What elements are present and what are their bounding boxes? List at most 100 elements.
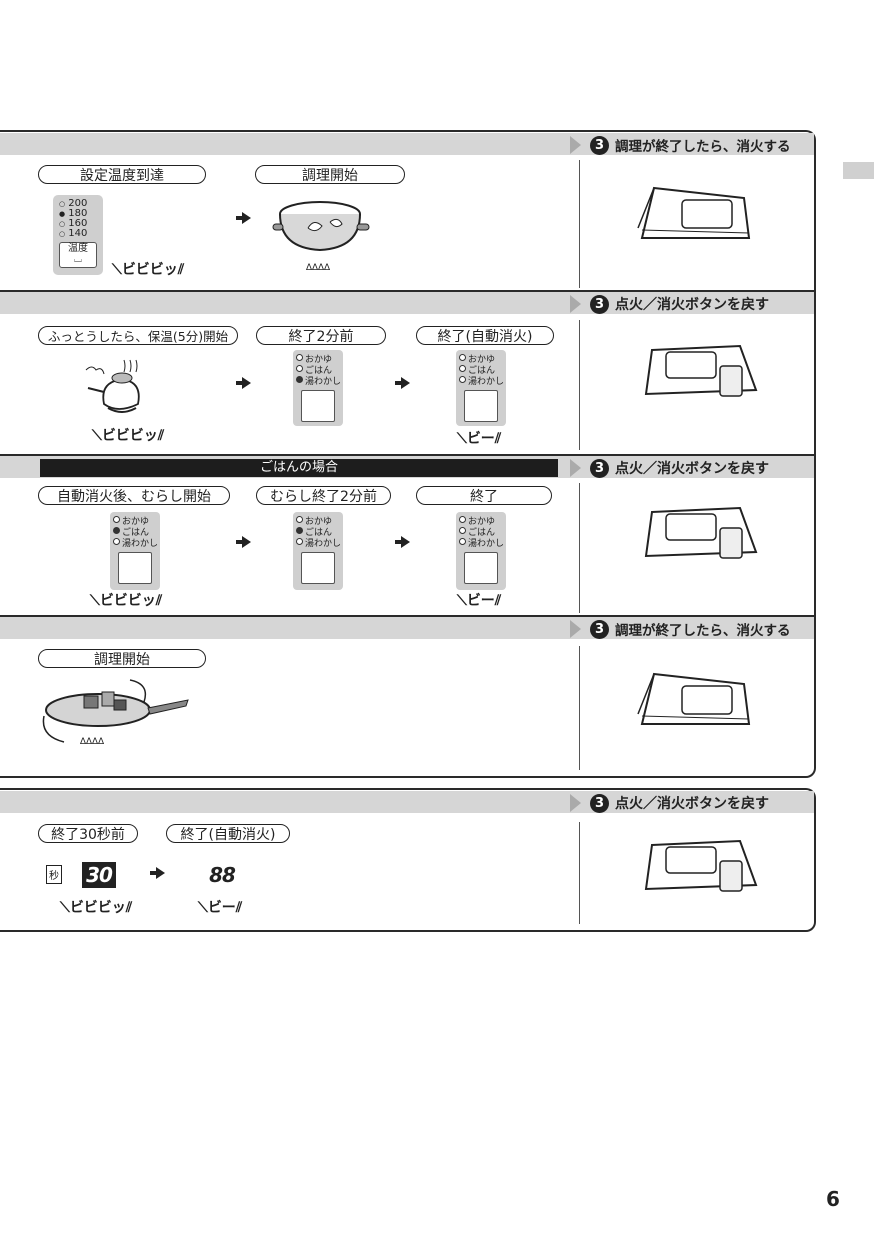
mode-row: ごはん [296,527,340,538]
step-text: 調理が終了したら、消火する [615,623,791,639]
pot-illustration: ∆∆∆∆ [272,201,370,273]
step-label: 3 調理が終了したら、消火する [570,619,791,639]
stove-knob-illustration [644,506,758,559]
page-number: 6 [826,1187,840,1211]
beep-text: ⟍ビビビッ⫽ [112,262,185,278]
rice-case-banner: ごはんの場合 [40,459,558,477]
mode-row: おかゆ [296,354,340,365]
section-frame-1 [0,130,816,778]
beep-text: ⟍ビー⫽ [198,900,243,916]
section-frame-2 [0,788,816,932]
mode-row: ごはん [296,365,340,376]
kettle-illustration [85,359,140,413]
mode-row: ごはん [459,365,503,376]
blank-display: 88 [200,862,244,888]
beep-text: ⟍ビビビッ⫽ [90,593,163,609]
rice-kettle-icon [301,552,335,584]
step-number-icon: 3 [590,458,609,478]
mode-row: ごはん [113,527,157,538]
stage-pill: 終了(自動消火) [416,326,554,345]
step-number-icon: 3 [590,294,609,314]
rice-kettle-icon [464,390,498,422]
step-number-icon: 3 [590,135,609,155]
stage-pill: むらし終了2分前 [256,486,391,505]
mode-panel: おかゆ ごはん 湯わかし [456,512,506,590]
stove-knob-illustration [644,344,758,397]
stage-pill: 調理開始 [38,649,206,668]
divider [0,615,814,617]
divider [0,290,814,292]
stove-knob-illustration [644,839,758,892]
column-divider [579,483,580,613]
step-label: 3 点火／消火ボタンを戻す [570,793,769,813]
arrow-icon [150,867,165,879]
triangle-icon [570,620,581,638]
mode-row: おかゆ [113,516,157,527]
frying-pan-illustration: ∆∆∆∆ [42,679,189,747]
stage-pill: 終了(自動消火) [166,824,290,843]
beep-text: ⟍ビビビッ⫽ [92,428,165,444]
countdown-display: 30 [82,862,116,888]
mode-panel: おかゆ ごはん 湯わかし [293,512,343,590]
column-divider [579,320,580,450]
temperature-panel: ○ 200 ● 180 ○ 160 ○ 140 温度⌴ [53,195,103,275]
divider [0,454,814,456]
step-number-icon: 3 [590,619,609,639]
mode-row: 湯わかし [459,376,504,387]
section-header-2 [0,292,814,314]
column-divider [579,822,580,924]
arrow-icon [236,536,251,548]
arrow-icon [395,377,410,389]
step-label: 3 調理が終了したら、消火する [570,135,791,155]
stage-pill: ふっとうしたら、保温(5分)開始 [38,326,238,345]
stage-pill: 終了 [416,486,552,505]
mode-row: ごはん [459,527,503,538]
arrow-icon [236,212,251,224]
step-text: 調理が終了したら、消火する [615,139,791,155]
triangle-icon [570,459,581,477]
triangle-icon [570,136,581,154]
rice-kettle-icon [118,552,152,584]
temp-row: ○ 200 [59,198,88,209]
section-header-5 [0,791,814,813]
stage-pill: 終了2分前 [256,326,386,345]
triangle-icon [570,295,581,313]
seconds-label: 秒 [46,865,62,884]
column-divider [579,646,580,770]
step-text: 点火／消火ボタンを戻す [615,796,769,812]
stage-pill: 自動消火後、むらし開始 [38,486,230,505]
beep-text: ⟍ビー⫽ [457,431,502,447]
svg-text:∆∆∆∆: ∆∆∆∆ [305,263,331,273]
rice-kettle-icon [301,390,335,422]
mode-panel: おかゆ ごはん 湯わかし [110,512,160,590]
triangle-icon [570,794,581,812]
stage-pill: 設定温度到達 [38,165,206,184]
arrow-icon [395,536,410,548]
section-header-1 [0,133,814,155]
column-divider [579,160,580,288]
stage-pill: 終了30秒前 [38,824,138,843]
mode-row: おかゆ [296,516,340,527]
temp-row: ● 180 [59,208,88,219]
step-label: 3 点火／消火ボタンを戻す [570,294,769,314]
arrow-icon [236,377,251,389]
mode-row: おかゆ [459,516,503,527]
mode-row: 湯わかし [459,538,504,549]
step-number-icon: 3 [590,793,609,813]
stove-knob-illustration [637,672,751,725]
mode-row: 湯わかし [113,538,158,549]
svg-text:∆∆∆∆: ∆∆∆∆ [79,737,105,747]
beep-text: ⟍ビビビッ⫽ [60,900,133,916]
temp-row: ○ 140 [59,228,88,239]
beep-text: ⟍ビー⫽ [457,593,502,609]
temp-button: 温度⌴ [59,242,97,268]
mode-row: おかゆ [459,354,503,365]
mode-row: 湯わかし [296,376,341,387]
section-header-4 [0,617,814,639]
step-label: 3 点火／消火ボタンを戻す [570,458,769,478]
temp-row: ○ 160 [59,218,88,229]
rice-kettle-icon [464,552,498,584]
side-tab [843,162,874,179]
stage-pill: 調理開始 [255,165,405,184]
stove-knob-illustration [637,186,751,239]
